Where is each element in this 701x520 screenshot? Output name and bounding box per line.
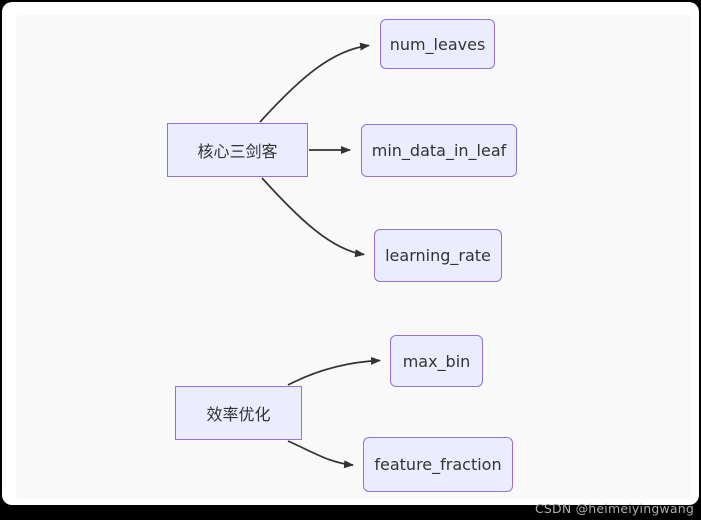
node-feature-fraction-label: feature_fraction: [374, 455, 502, 474]
csdn-watermark: CSDN @heimeiyingwang: [534, 501, 694, 516]
node-core-trio: 核心三剑客: [167, 123, 308, 177]
node-num-leaves-label: num_leaves: [389, 34, 486, 54]
node-core-trio-label: 核心三剑客: [197, 142, 278, 161]
node-min-data-in-leaf: min_data_in_leaf: [361, 124, 517, 177]
node-max-bin-label: max_bin: [402, 351, 471, 371]
node-efficiency-label: 效率优化: [206, 405, 271, 424]
node-learning-rate-label: learning_rate: [385, 246, 491, 265]
content-card: [2, 2, 699, 505]
node-learning-rate: learning_rate: [374, 229, 502, 282]
node-feature-fraction: feature_fraction: [363, 437, 513, 492]
node-min-data-in-leaf-label: min_data_in_leaf: [371, 141, 507, 160]
node-num-leaves: num_leaves: [380, 19, 495, 69]
diagram-canvas: [16, 15, 691, 499]
node-efficiency: 效率优化: [175, 386, 302, 440]
node-max-bin: max_bin: [390, 335, 483, 387]
